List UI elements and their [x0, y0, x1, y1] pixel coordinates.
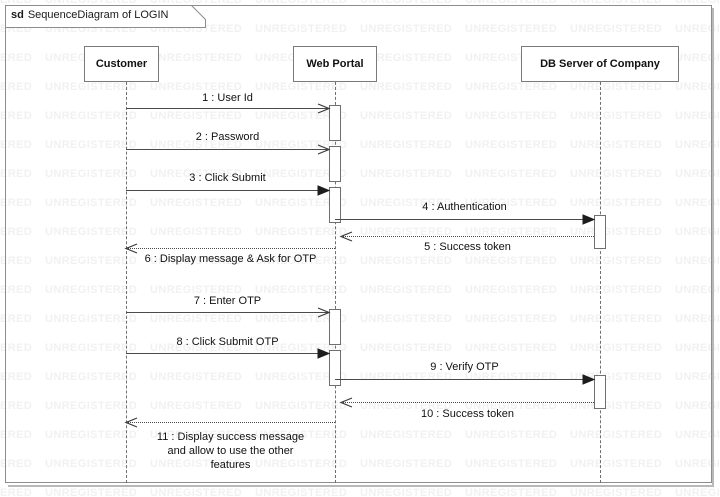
- message-label-10: 10 : Success token: [421, 408, 514, 420]
- arrowhead-9: [582, 373, 596, 385]
- activation-bar: [329, 105, 341, 141]
- activation-bar: [594, 215, 606, 249]
- message-line-1: [126, 108, 329, 109]
- arrowhead-5: [339, 230, 353, 242]
- message-line-7: [126, 312, 329, 313]
- message-line-8: [126, 353, 329, 354]
- lifeline-customer: [126, 82, 127, 483]
- message-label-7: 7 : Enter OTP: [193, 295, 262, 307]
- watermark-text: UNREGISTERED: [150, 487, 243, 497]
- arrowhead-8: [317, 347, 331, 359]
- message-line-6: [126, 248, 335, 249]
- lifeline-web-portal: [335, 82, 336, 483]
- watermark-text: UNREGISTERED: [570, 487, 663, 497]
- message-label-9: 9 : Verify OTP: [430, 361, 499, 373]
- diagram-keyword: sd: [11, 9, 24, 21]
- diagram-frame-tab: [5, 5, 206, 28]
- lifeline-label-web-portal: Web Portal: [306, 58, 364, 70]
- arrowhead-6: [124, 242, 138, 254]
- message-label-3: 3 : Click Submit: [189, 172, 266, 184]
- message-line-10: [341, 402, 594, 403]
- activation-bar: [329, 146, 341, 182]
- lifeline-db-server: [600, 82, 601, 483]
- diagram-frame: [5, 5, 712, 483]
- activation-bar: [594, 375, 606, 409]
- message-line-2: [126, 149, 329, 150]
- activation-bar: [329, 350, 341, 386]
- message-line-9: [335, 379, 594, 380]
- lifeline-head-web-portal[interactable]: Web Portal: [293, 46, 377, 82]
- lifeline-label-customer: Customer: [95, 58, 148, 70]
- message-line-11: [126, 422, 335, 423]
- message-label-2: 2 : Password: [195, 131, 260, 143]
- watermark-text: UNREGISTERED: [675, 487, 720, 497]
- watermark-text: UNREGISTERED: [45, 487, 138, 497]
- activation-bar: [329, 187, 341, 223]
- arrowhead-2: [317, 143, 331, 155]
- arrowhead-7: [317, 306, 331, 318]
- lifeline-head-db-server[interactable]: DB Server of Company: [521, 46, 679, 82]
- lifeline-head-customer[interactable]: Customer: [84, 46, 159, 82]
- message-line-5: [341, 236, 594, 237]
- arrowhead-1: [317, 102, 331, 114]
- activation-bar: [329, 309, 341, 345]
- watermark-text: UNREGISTERED: [465, 487, 558, 497]
- watermark-text: UNREGISTERED: [255, 487, 348, 497]
- message-label-5: 5 : Success token: [424, 241, 511, 253]
- message-label-4: 4 : Authentication: [422, 201, 507, 213]
- message-label-8: 8 : Click Submit OTP: [176, 336, 279, 348]
- message-label-1: 1 : User Id: [202, 92, 253, 104]
- watermark-text: UNREGISTERED: [0, 487, 33, 497]
- frame-shadow-bottom: [8, 485, 714, 487]
- watermark-text: UNREGISTERED: [360, 487, 453, 497]
- arrowhead-11: [124, 416, 138, 428]
- arrowhead-3: [317, 184, 331, 196]
- message-label-11: 11 : Display success message and allow t…: [156, 431, 305, 471]
- diagram-title-text: SequenceDiagram of LOGIN: [27, 9, 169, 21]
- arrowhead-4: [582, 213, 596, 225]
- message-label-6: 6 : Display message & Ask for OTP: [144, 253, 317, 265]
- message-line-4: [335, 219, 594, 220]
- message-line-3: [126, 190, 329, 191]
- frame-shadow-right: [712, 8, 714, 486]
- lifeline-label-db-server: DB Server of Company: [540, 58, 660, 70]
- arrowhead-10: [339, 396, 353, 408]
